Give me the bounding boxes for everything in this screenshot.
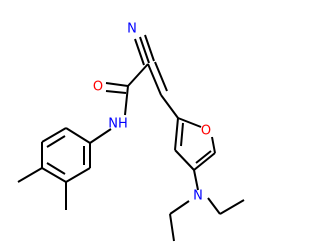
vinyl-furan-bond (160, 94, 179, 119)
aryl-c4-c5-inner (46, 162, 66, 175)
aryl-c1-c2 (65, 127, 91, 144)
nitrile-nitrogen-label: N (127, 22, 137, 37)
furan-c2-c3 (174, 117, 179, 151)
aryl-c4-c5 (41, 167, 67, 183)
vinyl-bond-1 (147, 63, 162, 96)
ethyl-1-a (207, 197, 221, 215)
ethyl-2-b (169, 213, 175, 242)
alpha-carbonyl-bond (127, 63, 149, 87)
nitrile-bond-3 (144, 34, 155, 62)
amine-nitrogen-label: N (193, 189, 203, 204)
furan-c2-c3-inner (180, 122, 184, 147)
aryl-c2-c3 (41, 127, 67, 143)
carbonyl-bond-2 (105, 90, 127, 94)
vinyl-bond-2 (154, 61, 168, 92)
carbonyl-bond-1 (105, 82, 129, 87)
molecule-structure: N O NH O N (17, 22, 245, 242)
furan-c3-c4 (174, 149, 195, 171)
ethyl-2-a (169, 200, 190, 215)
bonds (17, 34, 245, 242)
molecule-canvas: N O NH O N (17, 21, 245, 242)
furan-oxygen-label: O (201, 124, 211, 139)
furan-c4-c5-inner (195, 150, 212, 164)
carbonyl-oxygen-label: O (93, 80, 103, 95)
carbonyl-nh-bond (124, 85, 129, 116)
ethyl-1-b (219, 199, 245, 215)
atom-labels: N O NH O N (93, 22, 211, 204)
furan-c5-o (211, 136, 216, 154)
aryl-c2-c3-inner (46, 135, 66, 148)
furan-o-c2 (177, 117, 202, 128)
nitrile-bond-2 (139, 36, 150, 64)
furan-c4-c5 (193, 152, 216, 171)
nitrile-bond-1 (134, 38, 145, 66)
furan-amine-bond (193, 169, 199, 191)
amide-nh-label: NH (108, 117, 128, 132)
aryl-c5-c6 (65, 167, 91, 183)
methyl-4 (17, 167, 43, 183)
nh-aryl-bond (89, 128, 112, 144)
